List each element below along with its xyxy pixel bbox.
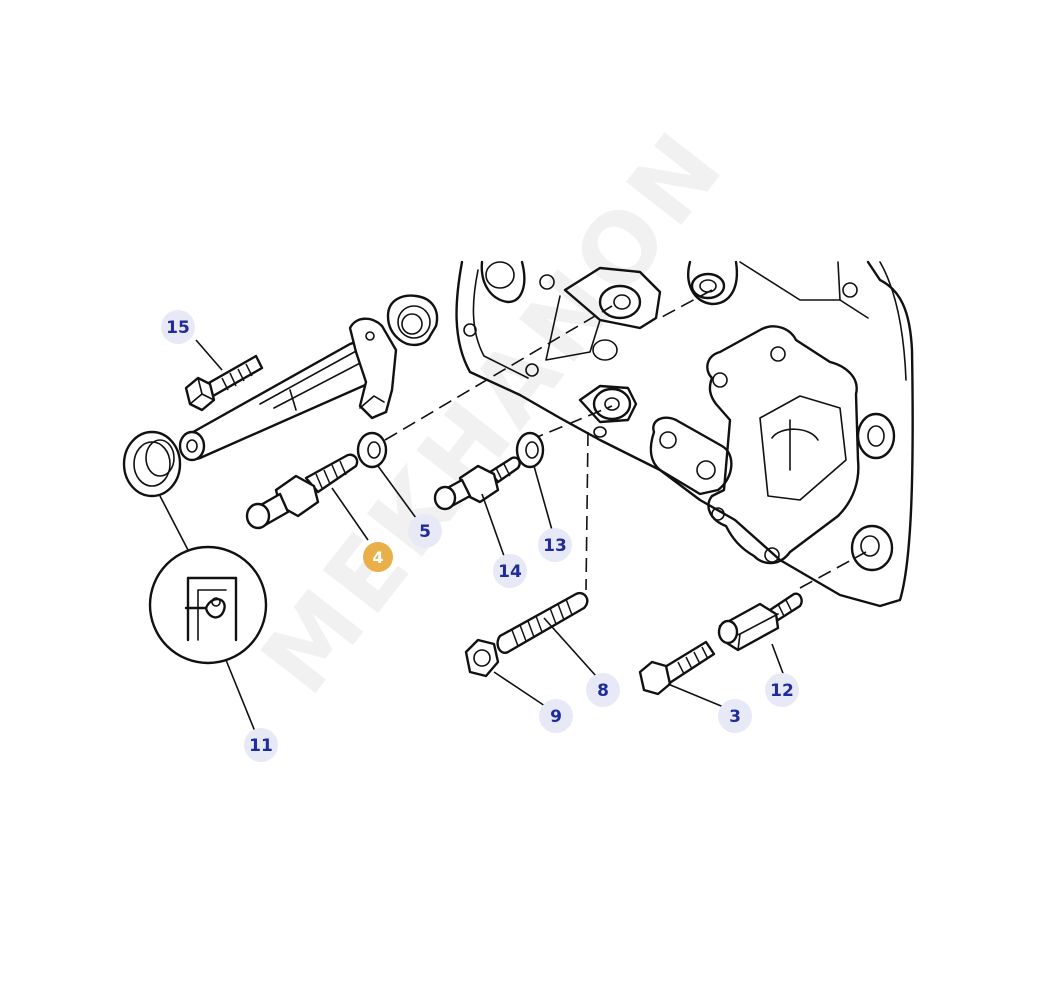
callout-15[interactable]: 15 xyxy=(161,310,195,344)
part-13-washer xyxy=(515,431,545,469)
part-14-plug xyxy=(433,456,521,511)
assembly-line-8 xyxy=(585,431,589,591)
callout-badge xyxy=(718,699,752,733)
callout-13[interactable]: 13 xyxy=(538,528,572,562)
callout-number: 11 xyxy=(249,736,273,756)
callout-number: 9 xyxy=(550,707,562,727)
callout-number: 4 xyxy=(372,548,383,567)
callout-4[interactable]: 4 xyxy=(363,542,393,572)
callout-badge xyxy=(586,673,620,707)
callout-5[interactable]: 5 xyxy=(408,514,442,548)
callout-number: 5 xyxy=(419,522,431,542)
callout-number: 3 xyxy=(729,707,741,727)
callout-14[interactable]: 14 xyxy=(493,554,527,588)
callout-badge xyxy=(363,542,393,572)
part-15-bolt xyxy=(184,354,264,412)
callout-badge xyxy=(765,673,799,707)
gearbox-housing xyxy=(455,260,914,608)
part-bushing xyxy=(386,294,439,347)
assembly-line-12 xyxy=(799,551,867,589)
part-8-stud xyxy=(496,591,589,654)
callout-badge xyxy=(493,554,527,588)
part-4-plug xyxy=(245,453,359,530)
assembly-line-top xyxy=(659,289,713,319)
callout-labels: 15 4 5 13 14 8 12 9 3 11 xyxy=(161,310,799,762)
leader-lines xyxy=(195,339,785,735)
callout-8[interactable]: 8 xyxy=(586,673,620,707)
callout-11[interactable]: 11 xyxy=(244,728,278,762)
callout-badge xyxy=(538,528,572,562)
assembly-line-13 xyxy=(529,405,613,441)
callout-badge xyxy=(408,514,442,548)
callout-number: 12 xyxy=(770,681,794,701)
callout-badge xyxy=(244,728,278,762)
callout-3[interactable]: 3 xyxy=(718,699,752,733)
part-9-nut xyxy=(464,638,500,678)
part-lever-shaft xyxy=(178,317,398,462)
callout-12[interactable]: 12 xyxy=(765,673,799,707)
callout-badge xyxy=(161,310,195,344)
part-11-seal xyxy=(122,430,182,498)
assembly-lines xyxy=(384,289,867,591)
watermark: MEKHANON xyxy=(240,109,747,714)
part-12-spacer xyxy=(717,592,803,652)
part-5-washer xyxy=(356,431,388,469)
part-3-bolt xyxy=(638,640,716,696)
callout-number: 15 xyxy=(166,318,190,338)
callout-number: 13 xyxy=(543,536,567,556)
callout-number: 8 xyxy=(597,681,609,701)
callout-badge xyxy=(539,699,573,733)
seal-detail-view xyxy=(148,495,268,665)
callout-number: 14 xyxy=(498,562,522,582)
callout-9[interactable]: 9 xyxy=(539,699,573,733)
assembly-line-5 xyxy=(384,305,613,441)
